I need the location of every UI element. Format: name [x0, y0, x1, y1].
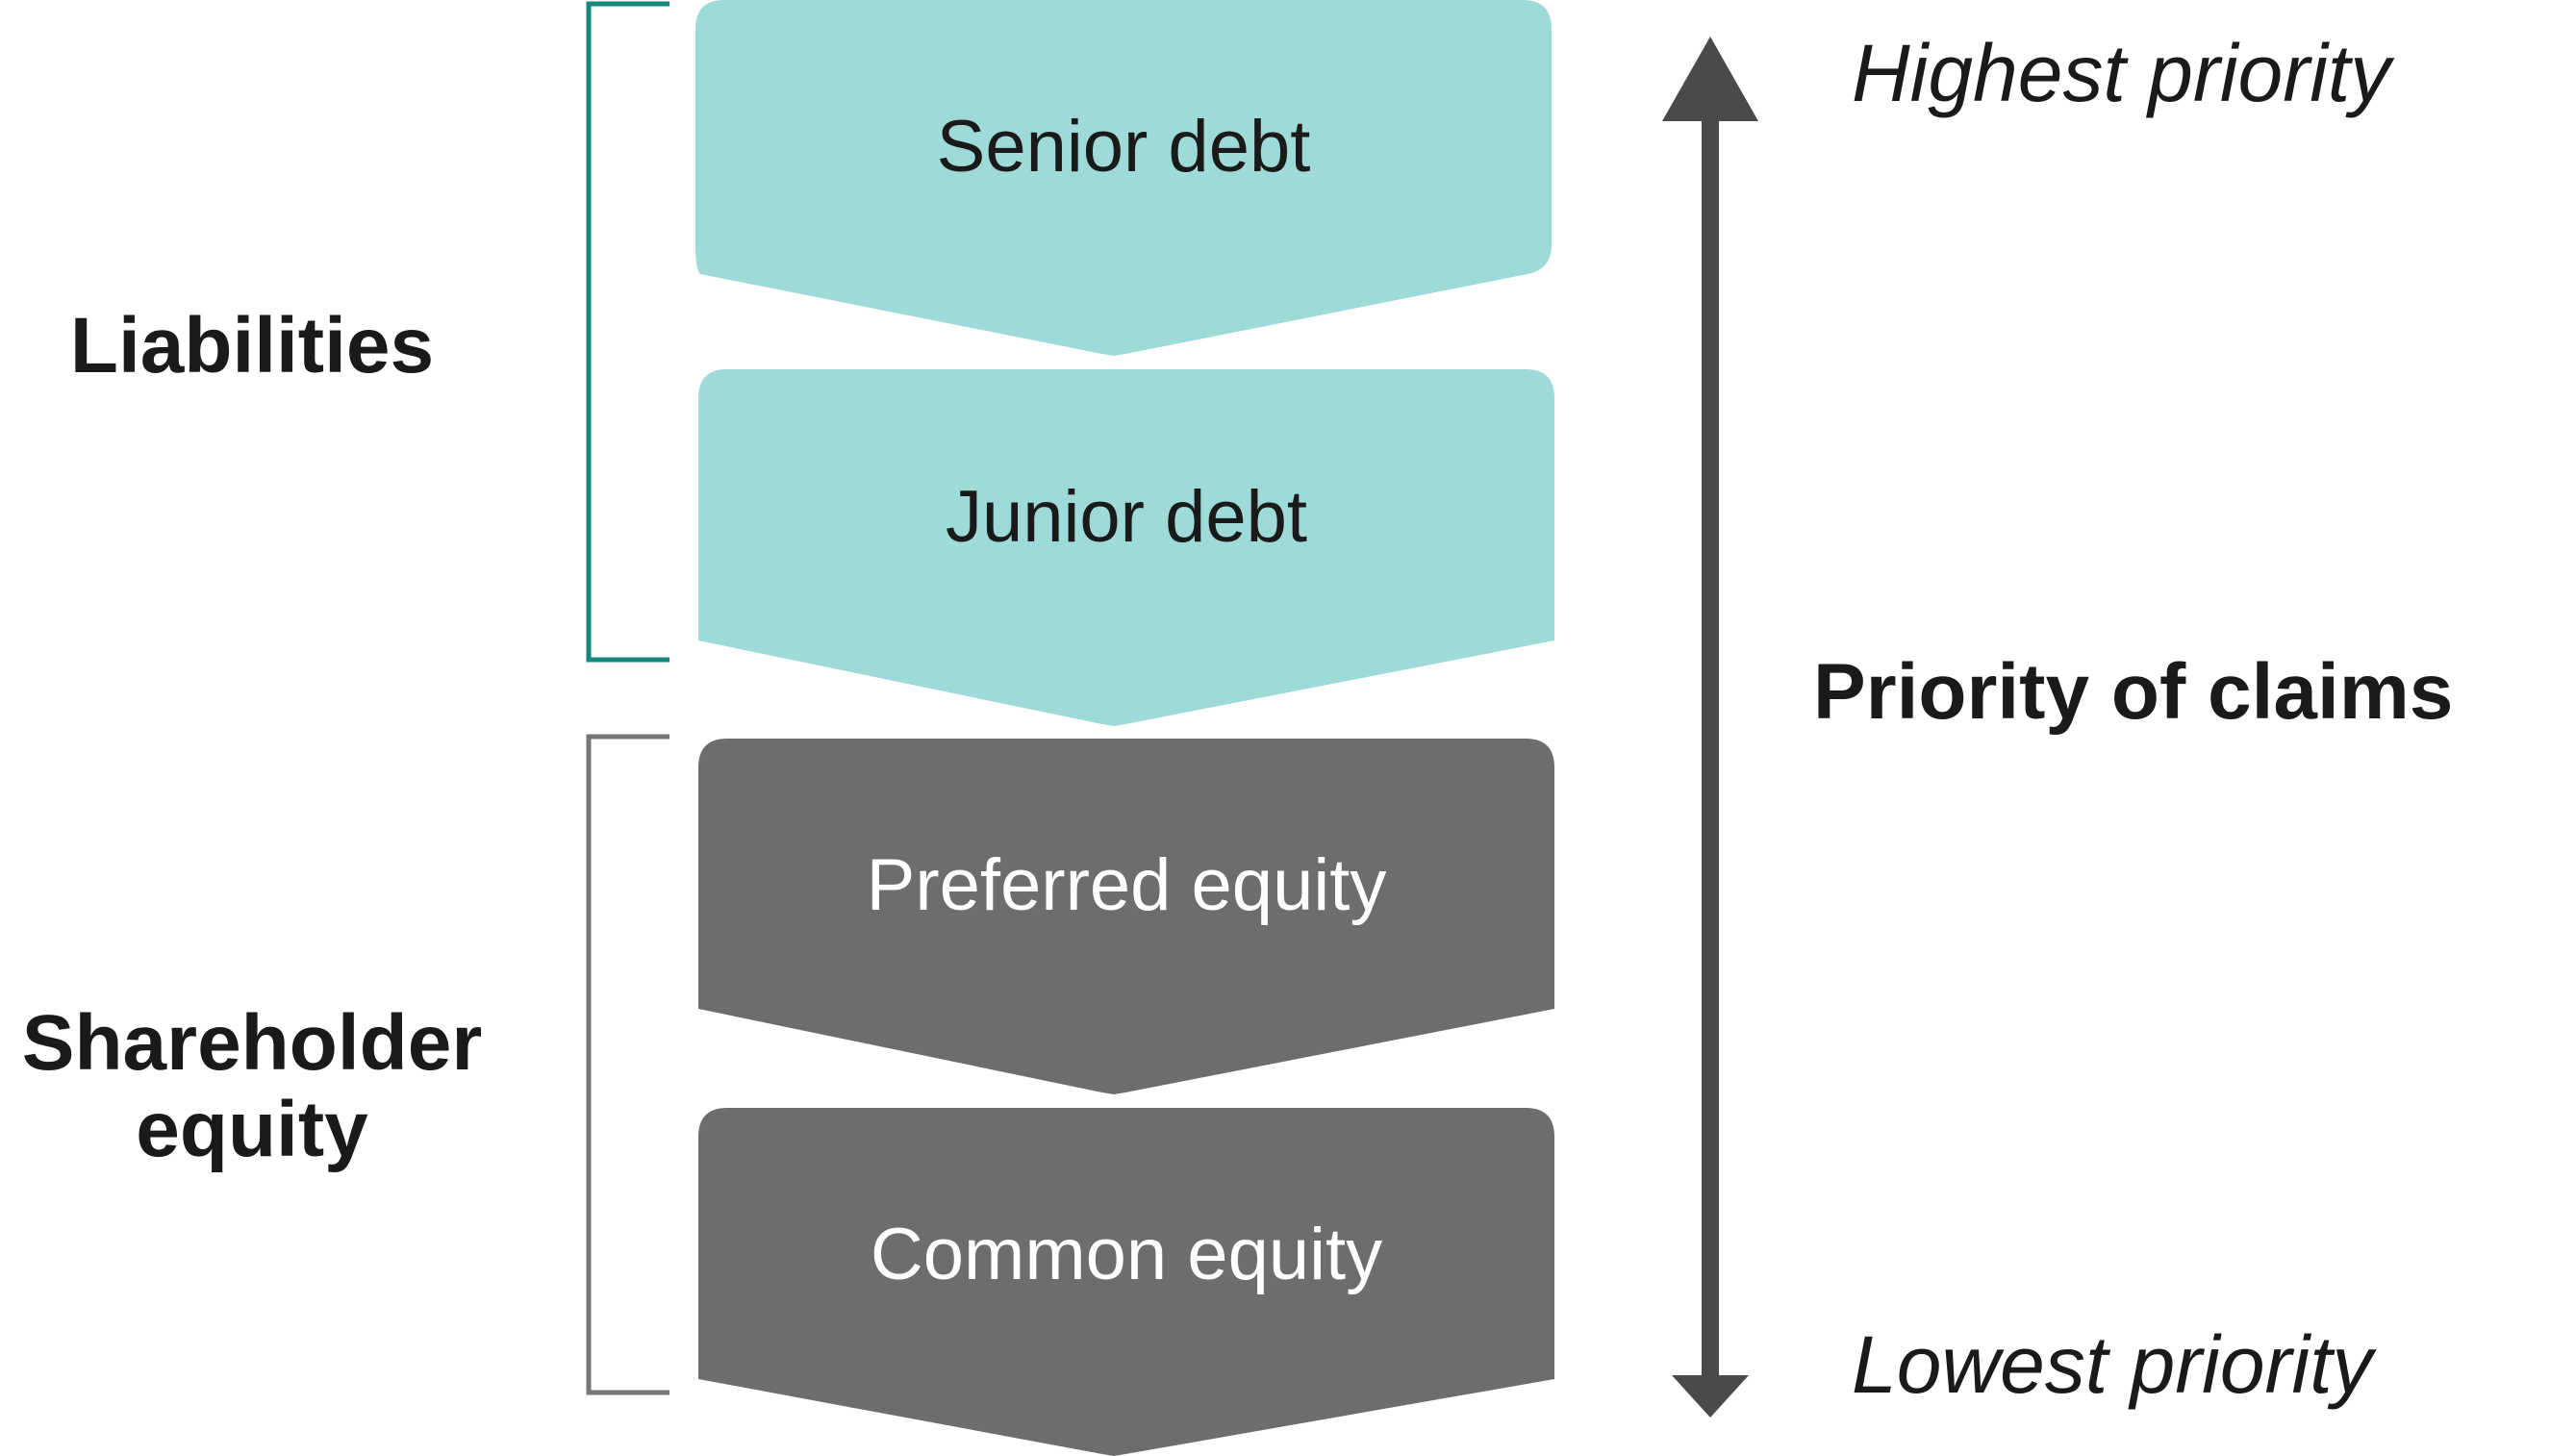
block-common-equity: Common equity	[698, 1108, 1554, 1456]
shareholder-equity-bracket	[586, 734, 669, 1395]
shareholder-equity-label-line2: equity	[136, 1086, 368, 1173]
priority-arrow	[1662, 37, 1758, 1418]
preferred-equity-label: Preferred equity	[867, 844, 1387, 926]
liabilities-label: Liabilities	[70, 302, 434, 389]
block-junior-debt: Junior debt	[698, 369, 1554, 726]
shareholder-equity-label-line1: Shareholder	[22, 999, 482, 1087]
arrow-up-icon	[1662, 37, 1758, 121]
block-senior-debt: Senior debt	[695, 0, 1552, 356]
arrow-down-icon	[1672, 1375, 1749, 1418]
junior-debt-label: Junior debt	[946, 476, 1307, 558]
preferred-equity-shape	[698, 739, 1554, 1094]
senior-debt-label: Senior debt	[937, 106, 1311, 188]
senior-debt-shape	[695, 0, 1552, 356]
common-equity-label: Common equity	[871, 1214, 1382, 1295]
priority-arrow-shaft	[1702, 113, 1719, 1383]
priority-of-claims-label: Priority of claims	[1813, 648, 2453, 736]
liabilities-bracket	[586, 1, 669, 663]
common-equity-shape	[698, 1108, 1554, 1456]
junior-debt-shape	[698, 369, 1554, 726]
highest-priority-label: Highest priority	[1852, 28, 2395, 118]
lowest-priority-label: Lowest priority	[1852, 1319, 2378, 1410]
block-preferred-equity: Preferred equity	[698, 739, 1554, 1094]
